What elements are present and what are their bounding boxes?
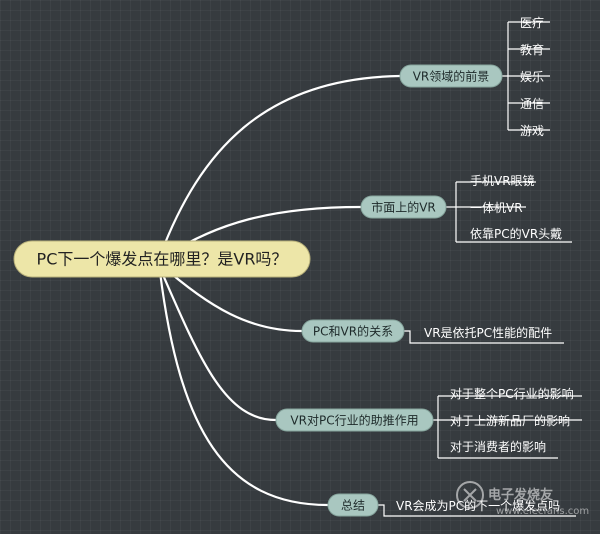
leaf-0-3[interactable]: 通信 xyxy=(520,97,544,111)
leaf-0-0[interactable]: 医疗 xyxy=(520,16,544,30)
branch-node-4[interactable]: 总结 xyxy=(327,493,379,517)
branch-node-1[interactable]: 市面上的VR xyxy=(360,195,447,219)
leaf-0-4[interactable]: 游戏 xyxy=(520,124,544,138)
watermark: 电子发烧友 www.elecfans.com xyxy=(456,481,589,517)
watermark-logo-icon xyxy=(456,481,484,509)
connector-branch-2 xyxy=(158,262,304,333)
leaf-2-0[interactable]: VR是依托PC性能的配件 xyxy=(424,325,552,340)
branch-node-0[interactable]: VR领域的前景 xyxy=(399,64,503,88)
leaf-links-branch-3 xyxy=(433,395,582,459)
leaf-1-1[interactable]: 一体机VR xyxy=(470,201,523,215)
central-topic-label: PC下一个爆发点在哪里？是VR吗？ xyxy=(37,250,288,269)
branch-node-2[interactable]: PC和VR的关系 xyxy=(301,319,405,343)
branch-label-3: VR对PC行业的助推作用 xyxy=(290,413,418,428)
watermark-brand: 电子发烧友 xyxy=(488,487,553,503)
leaf-0-2[interactable]: 娱乐 xyxy=(520,70,544,84)
branch-label-1: 市面上的VR xyxy=(371,200,436,215)
leaf-links-branch-4 xyxy=(378,504,576,517)
leaf-3-1[interactable]: 对于上游新品厂的影响 xyxy=(450,413,570,428)
watermark-url: www.elecfans.com xyxy=(496,506,589,517)
connector-branch-0 xyxy=(158,74,402,258)
leaf-1-2[interactable]: 依靠PC的VR头戴 xyxy=(470,226,562,241)
central-topic[interactable]: PC下一个爆发点在哪里？是VR吗？ xyxy=(13,240,311,278)
leaf-3-2[interactable]: 对于消费者的影响 xyxy=(450,439,546,454)
leaf-1-0[interactable]: 手机VR眼镜 xyxy=(470,173,535,188)
connector-branch-3 xyxy=(158,266,278,422)
leaf-links-branch-2 xyxy=(404,330,564,344)
branch-node-3[interactable]: VR对PC行业的助推作用 xyxy=(275,408,434,432)
connector-branch-4 xyxy=(158,270,330,507)
branch-label-4: 总结 xyxy=(341,499,365,513)
leaf-0-1[interactable]: 教育 xyxy=(520,42,544,57)
leaf-3-0[interactable]: 对于整个PC行业的影响 xyxy=(450,386,574,401)
branch-label-0: VR领域的前景 xyxy=(413,69,490,84)
branch-label-2: PC和VR的关系 xyxy=(313,324,393,339)
leaf-links-branch-1 xyxy=(446,181,572,243)
leaf-links-branch-0 xyxy=(502,21,550,131)
